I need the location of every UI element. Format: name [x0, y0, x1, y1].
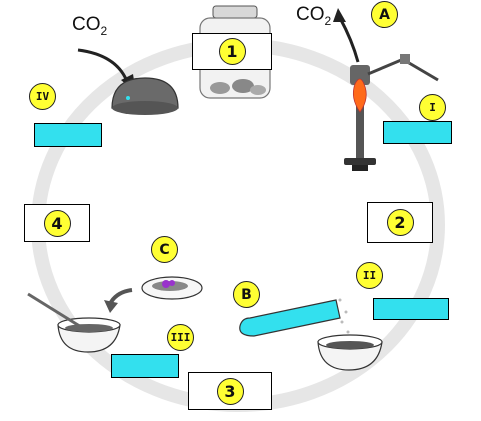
co2-arrow-right-head	[333, 8, 346, 22]
step-label-IV: IV	[29, 83, 56, 110]
stage-box-1: 1	[192, 33, 272, 70]
stage-box-2: 2	[367, 202, 433, 243]
solid-dome	[111, 77, 179, 115]
marker-A: A	[371, 1, 398, 28]
co2-right-subscript: 2	[324, 13, 332, 28]
pouring-powder	[338, 298, 350, 334]
co2-left-text: CO	[72, 14, 101, 35]
burner-flame	[352, 78, 367, 113]
co2-arrow-right	[338, 17, 360, 63]
stage-label-4: 4	[43, 209, 71, 237]
step-label-II: II	[356, 262, 383, 289]
stage-box-3: 3	[188, 372, 272, 410]
step-label-III: III	[167, 324, 194, 351]
crystals	[162, 280, 170, 288]
stage-label-2: 2	[386, 209, 414, 236]
answer-box-I[interactable]	[383, 121, 452, 144]
transfer-arrow	[108, 288, 133, 305]
stage-label-1: 1	[218, 38, 246, 65]
marker-C: C	[151, 236, 178, 263]
step-label-I: I	[419, 94, 446, 121]
co2-right-text: CO	[296, 4, 325, 25]
answer-box-IV[interactable]	[34, 123, 102, 147]
evaporating-dish	[141, 276, 203, 300]
marker-B: B	[233, 281, 260, 308]
answer-box-II[interactable]	[373, 298, 449, 320]
stirring-rod	[27, 292, 87, 332]
transfer-arrow-head	[104, 300, 118, 313]
bowl-left	[27, 292, 121, 353]
answer-box-III[interactable]	[111, 354, 179, 378]
co2-label-left: CO2	[72, 14, 107, 38]
co2-label-right: CO2	[296, 4, 331, 28]
stage-box-4: 4	[24, 204, 90, 242]
bowl-right	[317, 334, 383, 371]
stage-label-3: 3	[216, 377, 244, 405]
bunsen-burner	[344, 54, 439, 171]
test-tube	[239, 299, 341, 337]
co2-left-subscript: 2	[100, 23, 108, 38]
